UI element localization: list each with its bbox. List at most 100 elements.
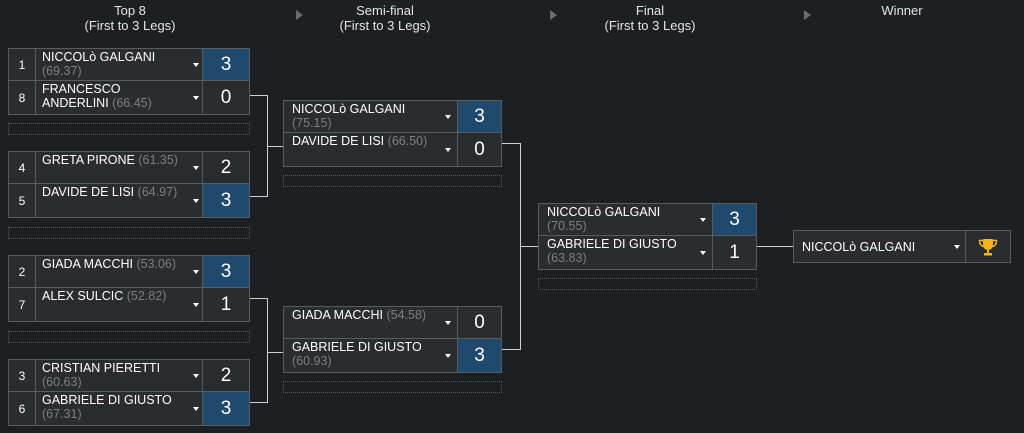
chevron-down-icon[interactable] <box>189 152 203 183</box>
score-box: 3 <box>202 392 249 425</box>
player-name: DAVIDE DE LISI (64.97) <box>42 185 178 199</box>
score-box: 3 <box>202 256 249 287</box>
round-title: Semi-final <box>356 3 414 18</box>
player-name: CRISTIAN PIERETTI (60.63) <box>42 361 161 389</box>
player-name: DAVIDE DE LISI (66.50) <box>292 134 428 148</box>
score-box: 3 <box>457 339 501 372</box>
seed-number: 2 <box>9 256 36 287</box>
winner-box[interactable]: NICCOLò GALGANI <box>793 230 1011 263</box>
chevron-down-icon[interactable] <box>189 288 203 321</box>
match-top8-1: 1 NICCOLò GALGANI (69.37) 3 8 FRANCESCO … <box>8 48 250 115</box>
round-header-final: Final (First to 3 Legs) <box>590 3 710 33</box>
player-row[interactable]: 4 GRETA PIRONE (61.35) 2 <box>8 151 250 184</box>
score-box: 2 <box>202 152 249 183</box>
score-box: 3 <box>712 204 756 235</box>
player-name: NICCOLò GALGANI (75.15) <box>292 102 406 130</box>
bracket-connector <box>250 196 267 197</box>
round-title: Winner <box>881 3 923 18</box>
chevron-down-icon[interactable] <box>189 392 203 425</box>
match-top8-3: 2 GIADA MACCHI (53.06) 3 7 ALEX SULCIC (… <box>8 255 250 322</box>
round-title: Final <box>635 3 665 18</box>
score-box: 3 <box>457 101 501 132</box>
score-box: 1 <box>712 236 756 269</box>
match-placeholder <box>538 278 757 290</box>
bracket-connector <box>250 95 267 96</box>
bracket-connector <box>267 352 283 353</box>
player-row[interactable]: 2 GIADA MACCHI (53.06) 3 <box>8 255 250 288</box>
player-name: GIADA MACCHI (54.58) <box>292 308 427 322</box>
player-row[interactable]: 1 NICCOLò GALGANI (69.37) 3 <box>8 48 250 81</box>
score-box: 2 <box>202 360 249 391</box>
winner-name: NICCOLò GALGANI <box>802 239 916 254</box>
seed-number: 7 <box>9 288 36 321</box>
chevron-down-icon[interactable] <box>189 184 203 217</box>
bracket-connector <box>502 349 520 350</box>
match-placeholder <box>283 381 502 393</box>
seed-number: 8 <box>9 81 36 114</box>
match-placeholder <box>8 331 250 343</box>
bracket-connector <box>267 298 268 403</box>
bracket-connector <box>520 246 538 247</box>
seed-number: 5 <box>9 184 36 217</box>
bracket-connector <box>250 298 267 299</box>
player-row[interactable]: DAVIDE DE LISI (66.50) 0 <box>283 133 502 167</box>
player-row[interactable]: GABRIELE DI GIUSTO (60.93) 3 <box>283 339 502 373</box>
player-row[interactable]: 5 DAVIDE DE LISI (64.97) 3 <box>8 184 250 218</box>
chevron-down-icon[interactable] <box>441 307 455 338</box>
match-placeholder <box>8 123 250 135</box>
player-row[interactable]: 8 FRANCESCO ANDERLINI (66.45) 0 <box>8 81 250 115</box>
player-row[interactable]: NICCOLò GALGANI (75.15) 3 <box>283 100 502 133</box>
round-subtitle: (First to 3 Legs) <box>604 18 696 33</box>
match-semi-2: GIADA MACCHI (54.58) 0 GABRIELE DI GIUST… <box>283 306 502 373</box>
player-row[interactable]: 7 ALEX SULCIC (52.82) 1 <box>8 288 250 322</box>
player-name: NICCOLò GALGANI (70.55) <box>547 205 661 233</box>
player-name: GRETA PIRONE (61.35) <box>42 153 178 167</box>
match-semi-1: NICCOLò GALGANI (75.15) 3 DAVIDE DE LISI… <box>283 100 502 167</box>
chevron-down-icon[interactable] <box>189 360 203 391</box>
chevron-down-icon[interactable] <box>696 236 710 269</box>
seed-number: 1 <box>9 49 36 80</box>
score-box: 3 <box>202 49 249 80</box>
score-box: 0 <box>457 307 501 338</box>
chevron-down-icon[interactable] <box>441 133 455 166</box>
score-box: 3 <box>202 184 249 217</box>
bracket-connector <box>502 143 520 144</box>
chevron-down-icon[interactable] <box>441 339 455 372</box>
round-header-semi: Semi-final (First to 3 Legs) <box>325 3 445 33</box>
chevron-right-icon <box>804 10 811 20</box>
seed-number: 4 <box>9 152 36 183</box>
player-row[interactable]: 3 CRISTIAN PIERETTI (60.63) 2 <box>8 359 250 392</box>
round-header-top8: Top 8 (First to 3 Legs) <box>70 3 190 33</box>
chevron-down-icon[interactable] <box>189 49 203 80</box>
bracket-connector <box>267 146 283 147</box>
trophy-icon <box>965 231 1010 262</box>
match-placeholder <box>283 175 502 187</box>
player-name: FRANCESCO ANDERLINI (66.45) <box>42 82 152 110</box>
player-name: GABRIELE DI GIUSTO (63.83) <box>547 237 677 265</box>
round-title: Top 8 <box>114 3 146 18</box>
chevron-down-icon[interactable] <box>441 101 455 132</box>
player-row[interactable]: NICCOLò GALGANI (70.55) 3 <box>538 203 757 236</box>
score-box: 0 <box>202 81 249 114</box>
player-name: NICCOLò GALGANI (69.37) <box>42 50 156 78</box>
player-name: GIADA MACCHI (53.06) <box>42 257 177 271</box>
score-box: 1 <box>202 288 249 321</box>
round-subtitle: (First to 3 Legs) <box>84 18 176 33</box>
chevron-down-icon[interactable] <box>696 204 710 235</box>
player-row[interactable]: GIADA MACCHI (54.58) 0 <box>283 306 502 339</box>
player-row[interactable]: 6 GABRIELE DI GIUSTO (67.31) 3 <box>8 392 250 426</box>
chevron-down-icon[interactable] <box>189 256 203 287</box>
round-header-winner: Winner <box>842 3 962 18</box>
match-final: NICCOLò GALGANI (70.55) 3 GABRIELE DI GI… <box>538 203 757 270</box>
round-subtitle: (First to 3 Legs) <box>339 18 431 33</box>
player-row[interactable]: GABRIELE DI GIUSTO (63.83) 1 <box>538 236 757 270</box>
match-top8-4: 3 CRISTIAN PIERETTI (60.63) 2 6 GABRIELE… <box>8 359 250 426</box>
match-placeholder <box>8 227 250 239</box>
bracket-connector <box>250 402 267 403</box>
player-name: GABRIELE DI GIUSTO (67.31) <box>42 393 172 421</box>
score-box: 0 <box>457 133 501 166</box>
chevron-down-icon[interactable] <box>950 231 964 262</box>
chevron-down-icon[interactable] <box>189 81 203 114</box>
chevron-right-icon <box>550 10 557 20</box>
bracket-connector <box>757 246 793 247</box>
